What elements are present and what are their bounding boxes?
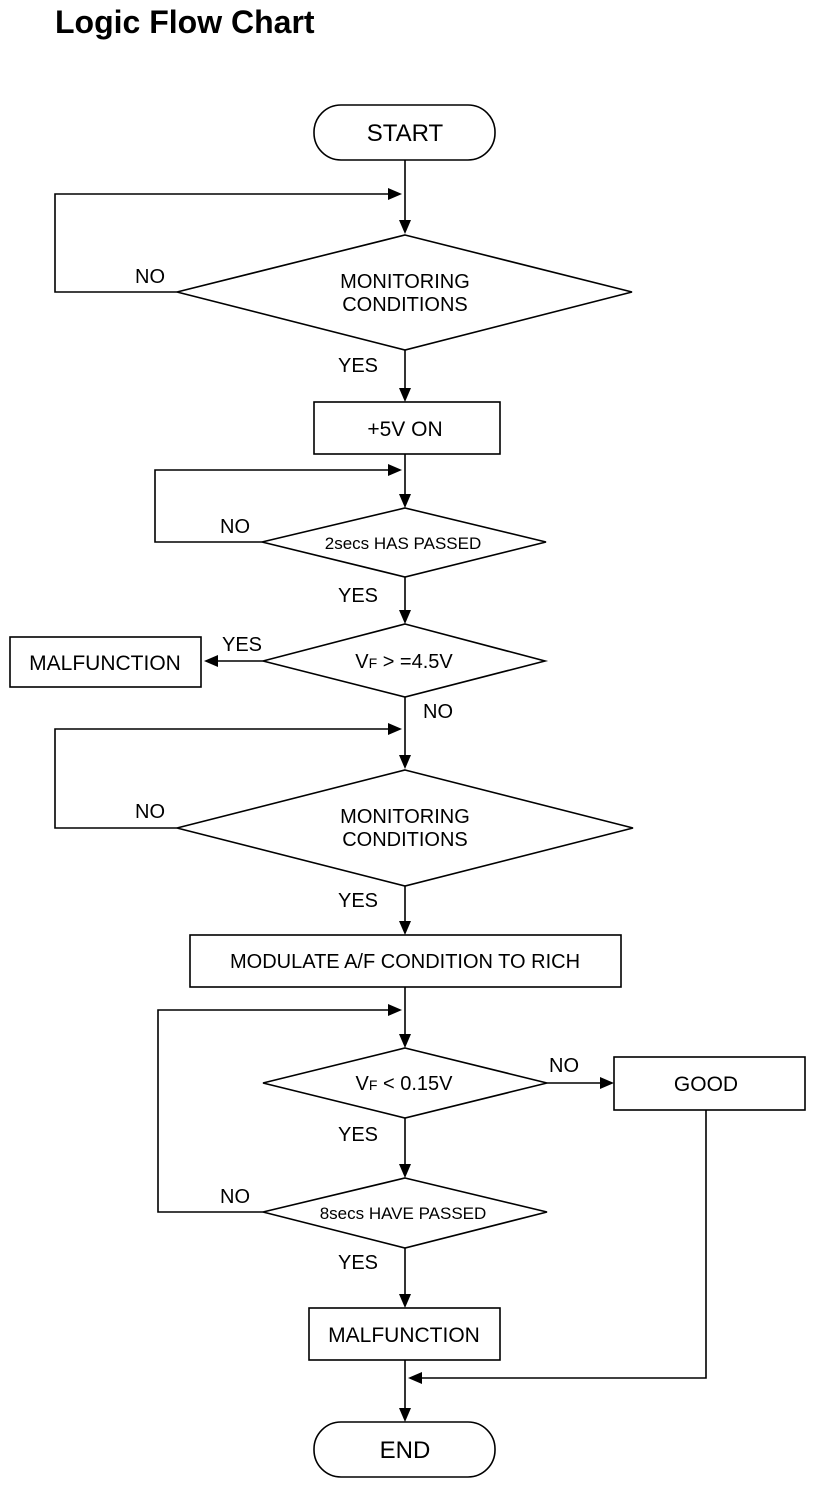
branch-label-no: NO [423,701,453,723]
modulate-af-label: MODULATE A/F CONDITION TO RICH [230,951,580,973]
branch-label-no: NO [135,801,165,823]
arrow-right [388,464,402,476]
arrow-down [399,755,411,769]
monitoring-2-line-2: CONDITIONS [342,829,468,851]
branch-label-yes: YES [338,585,378,607]
arrow-down [399,1294,411,1308]
two-secs-label: 2secs HAS PASSED [325,534,482,553]
arrow-down [399,388,411,402]
monitoring-1-line-2: CONDITIONS [342,294,468,316]
vf-lt-rest: < 0.15V [377,1073,453,1095]
malfunction-process-2 [308,1307,501,1361]
good-label: GOOD [674,1073,738,1096]
vf-ge-label: VF > =4.5V [355,651,453,673]
arrow-left [204,655,218,667]
arrow-down [399,1408,411,1422]
loop-connector [54,193,390,293]
malfunction-1-label: MALFUNCTION [29,652,181,675]
malfunction-2-label: MALFUNCTION [328,1324,480,1347]
eight-secs-decision [262,1177,548,1249]
loop-connector [157,1009,390,1213]
malfunction-process-1 [9,636,202,688]
monitoring-2-line-1: MONITORING [340,806,470,828]
arrow-down [399,494,411,508]
monitoring-conditions-decision-2 [176,769,634,887]
vf-ge-rest: > =4.5V [377,651,453,673]
branch-label-yes: YES [338,1252,378,1274]
arrow-down [399,921,411,935]
arrow-right [388,1004,402,1016]
connector [420,1110,707,1379]
branch-label-no: NO [220,516,250,538]
start-terminal [313,104,496,161]
arrow-down [399,1164,411,1178]
page-title: Logic Flow Chart [55,4,315,40]
loop-connector [154,469,390,543]
monitoring-1-line-1: MONITORING [340,271,470,293]
vf-lt-decision [262,1047,548,1119]
arrow-right [388,188,402,200]
vf-ge-v: V [355,651,369,673]
start-label: START [367,120,444,147]
plus5v-on-process [313,401,501,455]
branch-label-no: NO [220,1186,250,1208]
end-terminal [313,1421,496,1478]
loop-connector [54,728,390,829]
arrow-down [399,610,411,624]
end-label: END [380,1437,431,1464]
branch-label-yes: YES [338,355,378,377]
branch-label-no: NO [135,266,165,288]
arrow-left [408,1372,422,1384]
good-process [613,1056,806,1111]
eight-secs-label: 8secs HAVE PASSED [320,1204,487,1223]
plus5v-on-label: +5V ON [367,418,442,441]
branch-label-yes: YES [338,890,378,912]
branch-label-no: NO [549,1055,579,1077]
arrow-down [399,1034,411,1048]
branch-label-yes: YES [338,1124,378,1146]
vf-lt-subscript: F [369,1077,378,1093]
arrow-right [388,723,402,735]
vf-lt-label: VF < 0.15V [356,1073,454,1095]
modulate-af-process [189,934,622,988]
arrow-right [600,1077,614,1089]
monitoring-conditions-decision-1 [176,234,633,351]
vf-lt-v: V [356,1073,370,1095]
arrow-down [399,220,411,234]
branch-label-yes: YES [222,634,262,656]
two-secs-decision [261,507,547,578]
vf-ge-decision [262,623,549,698]
vf-ge-subscript: F [369,655,378,671]
